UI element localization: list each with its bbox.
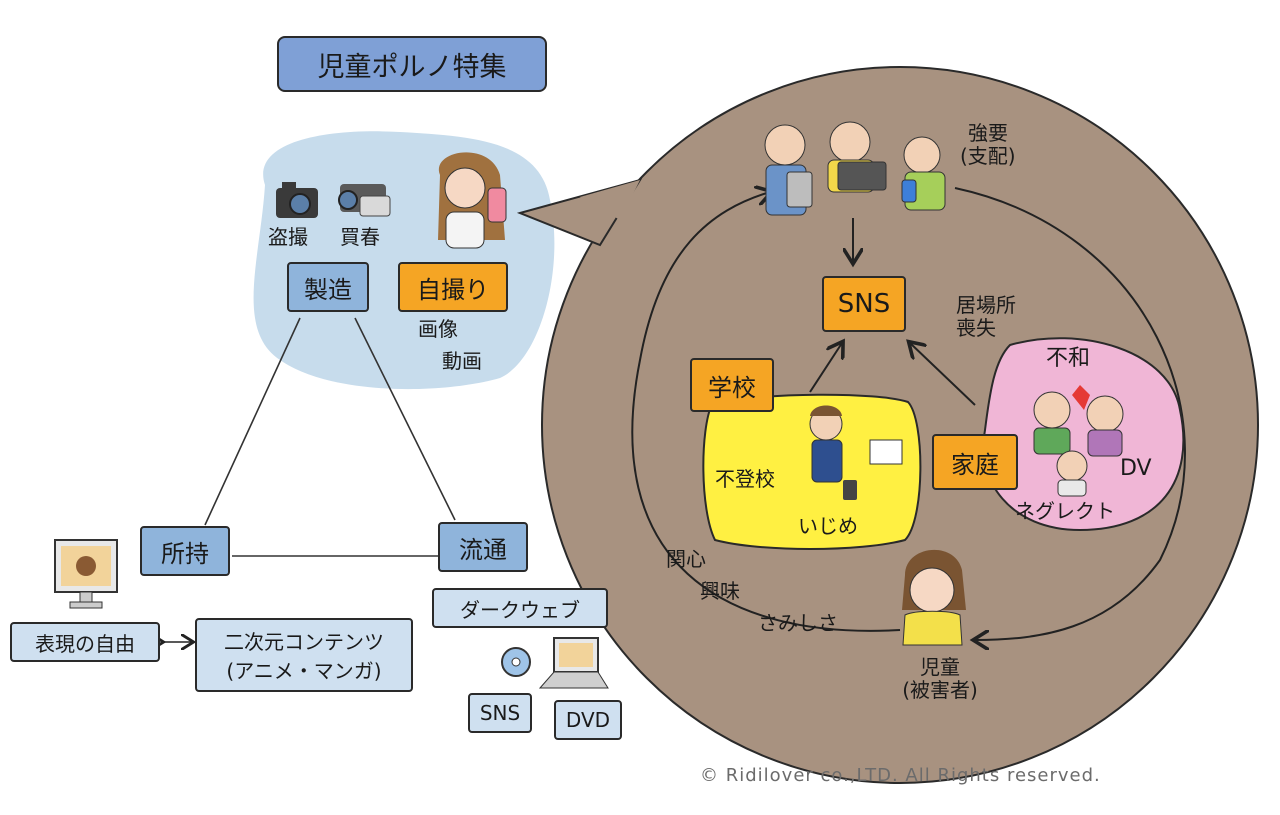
family-conflict-illustration <box>1033 385 1124 497</box>
coercion-line2: (支配) <box>960 144 1016 168</box>
image-label: 画像 <box>418 317 458 341</box>
loss-line1: 居場所 <box>956 293 1016 317</box>
link-production-possession <box>204 317 301 526</box>
arrow-motives-to-coercion <box>631 192 901 632</box>
loss-line2: 喪失 <box>956 316 996 340</box>
discord-label: 不和 <box>1046 346 1091 371</box>
neglect-label: ネグレクト <box>1015 499 1115 523</box>
victim-line2: (被害者) <box>902 678 978 702</box>
coercion-label: 強要 (支配) <box>960 122 1016 168</box>
voyeur-label: 盗撮 <box>268 225 308 249</box>
2d-content-box: 二次元コンテンツ (アニメ・マンガ) <box>195 618 413 692</box>
production-bubble <box>253 131 555 390</box>
distribution-box: 流通 <box>438 522 528 572</box>
disc-icon <box>501 647 531 677</box>
link-production-distribution <box>354 317 456 521</box>
bullied-student-illustration <box>809 405 903 500</box>
school-box: 学校 <box>690 358 774 412</box>
arrow-school-to-sns <box>809 343 842 393</box>
laptop-icon <box>538 637 609 689</box>
interest-label: 関心 <box>666 547 706 571</box>
bullying-label: いじめ <box>798 514 858 538</box>
victim-label: 児童 (被害者) <box>888 656 992 702</box>
loss-of-place-label: 居場所 喪失 <box>956 294 1016 340</box>
family-box: 家庭 <box>932 434 1018 490</box>
arrow-coercion-to-victim <box>954 187 1186 640</box>
2d-content-line2: (アニメ・マンガ) <box>226 659 382 683</box>
truancy-label: 不登校 <box>715 467 775 491</box>
production-box: 製造 <box>287 262 369 312</box>
victim-child-illustration <box>902 549 966 646</box>
selfie-girl-illustration <box>438 152 507 249</box>
camera-icon <box>276 182 318 218</box>
video-camera-icon <box>338 184 391 217</box>
prostitution-label: 買春 <box>340 225 380 249</box>
family-area <box>982 337 1185 532</box>
dvd-box: DVD <box>554 700 622 740</box>
monitor-icon <box>54 539 118 609</box>
victim-line1: 児童 <box>920 655 960 679</box>
dv-label: DV <box>1120 456 1152 481</box>
possession-box: 所持 <box>140 526 230 576</box>
distribution-sns-box: SNS <box>468 693 532 733</box>
freedom-of-expression-box: 表現の自由 <box>10 622 160 662</box>
page-title: 児童ポルノ特集 <box>277 36 547 92</box>
arrow-family-to-sns <box>910 343 976 406</box>
perpetrators-illustration <box>764 121 946 216</box>
curiosity-label: 興味 <box>700 579 740 603</box>
loneliness-label: さみしさ <box>758 611 838 635</box>
2d-content-line1: 二次元コンテンツ <box>224 630 384 654</box>
cycle-sns-box: SNS <box>822 276 906 332</box>
coercion-line1: 強要 <box>968 121 1008 145</box>
video-label: 動画 <box>442 349 482 373</box>
darkweb-box: ダークウェブ <box>432 588 608 628</box>
copyright-text: © Ridilover co.,LTD. All Rights reserved… <box>700 765 1101 786</box>
selfie-box: 自撮り <box>398 262 508 312</box>
